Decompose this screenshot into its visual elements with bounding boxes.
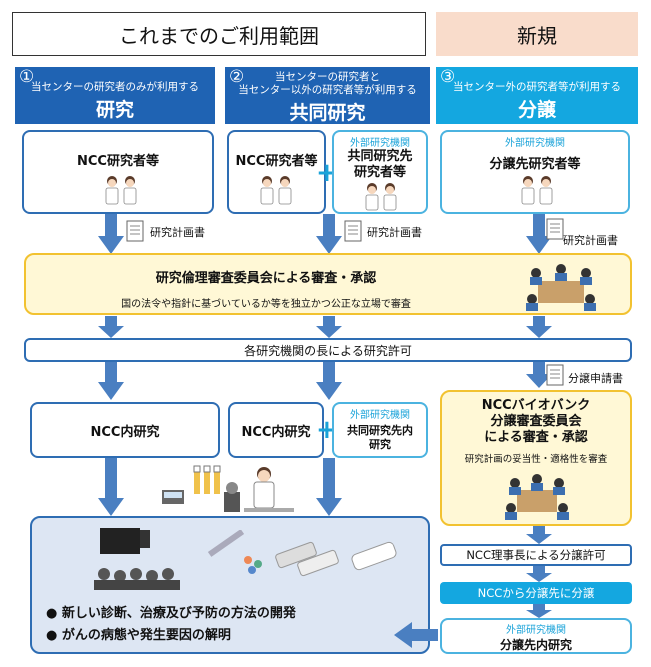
distribution-destination-text: 分譲先内研究: [499, 638, 572, 652]
researcher-box-external-joint: 外部研究機関 共同研究先 研究者等: [332, 130, 428, 214]
external-org-label: 外部研究機関: [505, 138, 565, 149]
header-new-text: 新規: [517, 23, 557, 48]
researchers-icon: [105, 176, 137, 205]
arrow-down-icon: [526, 604, 552, 618]
outcome-item: ● 新しい診断、治療及び予防の方法の開発: [46, 606, 296, 621]
biobank-line1: NCCバイオバンク: [481, 398, 591, 413]
column-number: ②: [229, 67, 245, 87]
column-number: ③: [440, 67, 456, 87]
distribution-step-text: NCCから分譲先に分譲: [477, 586, 595, 600]
researcher-box-ncc-joint: NCC研究者等: [227, 130, 326, 214]
document-icon: [546, 218, 564, 240]
permission-text: 各研究機関の長による研究許可: [244, 343, 412, 358]
external-joint-research-box: 外部研究機関 共同研究先内 研究: [332, 402, 428, 458]
researchers-icon: [365, 183, 397, 211]
column-subtitle: 当センター外の研究者等が利用する: [453, 81, 621, 93]
researcher-label: 分譲先研究者等: [489, 157, 581, 172]
column-header-research: ① 当センターの研究者のみが利用する 研究: [15, 67, 215, 124]
arrow-down-icon: [526, 214, 552, 254]
external-org-label: 外部研究機関: [506, 625, 566, 636]
arrow-down-icon: [316, 316, 342, 338]
doc-label-plan: 研究計画書: [150, 226, 205, 239]
diagnostic-kits-icon: [207, 530, 397, 577]
header-new: 新規: [436, 12, 638, 56]
column-title: 共同研究: [289, 102, 366, 124]
researcher-label-line2: 研究者等: [353, 165, 406, 180]
column-number: ①: [19, 67, 35, 87]
distribution-permit-box: NCC理事長による分譲許可: [440, 544, 632, 566]
researchers-icon: [521, 176, 553, 205]
biobank-line2: 分譲審査委員会: [490, 414, 582, 429]
doc-label-application: 分譲申請書: [568, 372, 623, 385]
arrow-down-icon: [98, 362, 124, 400]
external-org-label: 外部研究機関: [350, 138, 410, 149]
arrow-down-icon: [316, 458, 342, 516]
presentation-audience-icon: [94, 528, 180, 590]
outcome-text: 新しい診断、治療及び予防の方法の開発: [61, 606, 296, 621]
external-org-label: 外部研究機関: [350, 410, 410, 421]
column-title: 分譲: [517, 99, 556, 121]
outcome-text: がんの病態や発生要因の解明: [61, 628, 231, 643]
biobank-description: 研究計画の妥当性・適格性を審査: [464, 454, 608, 465]
arrow-left-icon: [394, 622, 438, 648]
doc-label-plan: 研究計画書: [563, 234, 618, 247]
permission-bar: 各研究機関の長による研究許可: [24, 338, 632, 362]
biobank-line3: による審査・承認: [484, 430, 588, 445]
arrow-down-icon: [98, 458, 124, 516]
internal-research-label: NCC内研究: [90, 424, 160, 440]
arrow-down-icon: [526, 526, 552, 544]
lab-equipment-icon: [162, 465, 294, 512]
outcome-item: ● がんの病態や発生要因の解明: [46, 628, 231, 643]
ethics-committee-box: 研究倫理審査委員会による審査・承認 国の法令や指針に基づいているか等を独立かつ公…: [24, 253, 632, 315]
header-current-scope: これまでのご利用範囲: [12, 12, 426, 56]
ethics-description: 国の法令や指針に基づいているか等を独立かつ公正な立場で審査: [121, 299, 411, 310]
arrow-down-icon: [526, 316, 552, 338]
column-subtitle-line2: 当センター以外の研究者等が利用する: [238, 84, 417, 96]
distribution-destination-box: 外部研究機関 分譲先内研究: [440, 618, 632, 654]
ethics-title: 研究倫理審査委員会による審査・承認: [155, 271, 377, 286]
arrow-down-icon: [316, 214, 342, 254]
distribution-step-box: NCCから分譲先に分譲: [440, 582, 632, 604]
outcomes-box: ● 新しい診断、治療及び予防の方法の開発 ● がんの病態や発生要因の解明: [30, 516, 430, 654]
researcher-box-distribution: 外部研究機関 分譲先研究者等: [440, 130, 630, 214]
arrow-down-icon: [316, 362, 342, 400]
meeting-icon: [526, 264, 596, 311]
document-icon: [126, 220, 144, 242]
researcher-label: NCC研究者等: [77, 154, 159, 169]
arrow-down-icon: [526, 566, 552, 582]
internal-research-box-joint: NCC内研究: [228, 402, 324, 458]
internal-research-label: NCC内研究: [241, 424, 311, 440]
document-icon: [344, 220, 362, 242]
column-subtitle-line1: 当センターの研究者と: [275, 71, 380, 83]
meeting-icon: [505, 474, 569, 520]
researcher-label: NCC研究者等: [235, 154, 318, 169]
distribution-permit-text: NCC理事長による分譲許可: [466, 548, 606, 562]
biobank-committee-box: NCCバイオバンク 分譲審査委員会 による審査・承認 研究計画の妥当性・適格性を…: [440, 390, 632, 526]
doc-label-plan: 研究計画書: [367, 226, 422, 239]
document-icon: [546, 364, 564, 386]
external-research-line1: 共同研究先内: [347, 424, 413, 437]
column-subtitle: 当センターの研究者のみが利用する: [31, 81, 199, 93]
column-header-joint-research: ② 当センターの研究者と 当センター以外の研究者等が利用する 共同研究: [225, 67, 430, 124]
researcher-box-ncc: NCC研究者等: [22, 130, 214, 214]
internal-research-box: NCC内研究: [30, 402, 220, 458]
header-current-scope-text: これまでのご利用範囲: [119, 23, 319, 48]
external-research-line2: 研究: [369, 438, 391, 451]
arrow-down-icon: [98, 316, 124, 338]
arrow-down-icon: [526, 362, 552, 388]
column-header-distribution: ③ 当センター外の研究者等が利用する 分譲: [436, 67, 638, 124]
researchers-icon: [260, 176, 292, 205]
column-title: 研究: [95, 99, 134, 121]
researcher-label-line1: 共同研究先: [347, 149, 413, 164]
arrow-down-icon: [98, 214, 124, 254]
